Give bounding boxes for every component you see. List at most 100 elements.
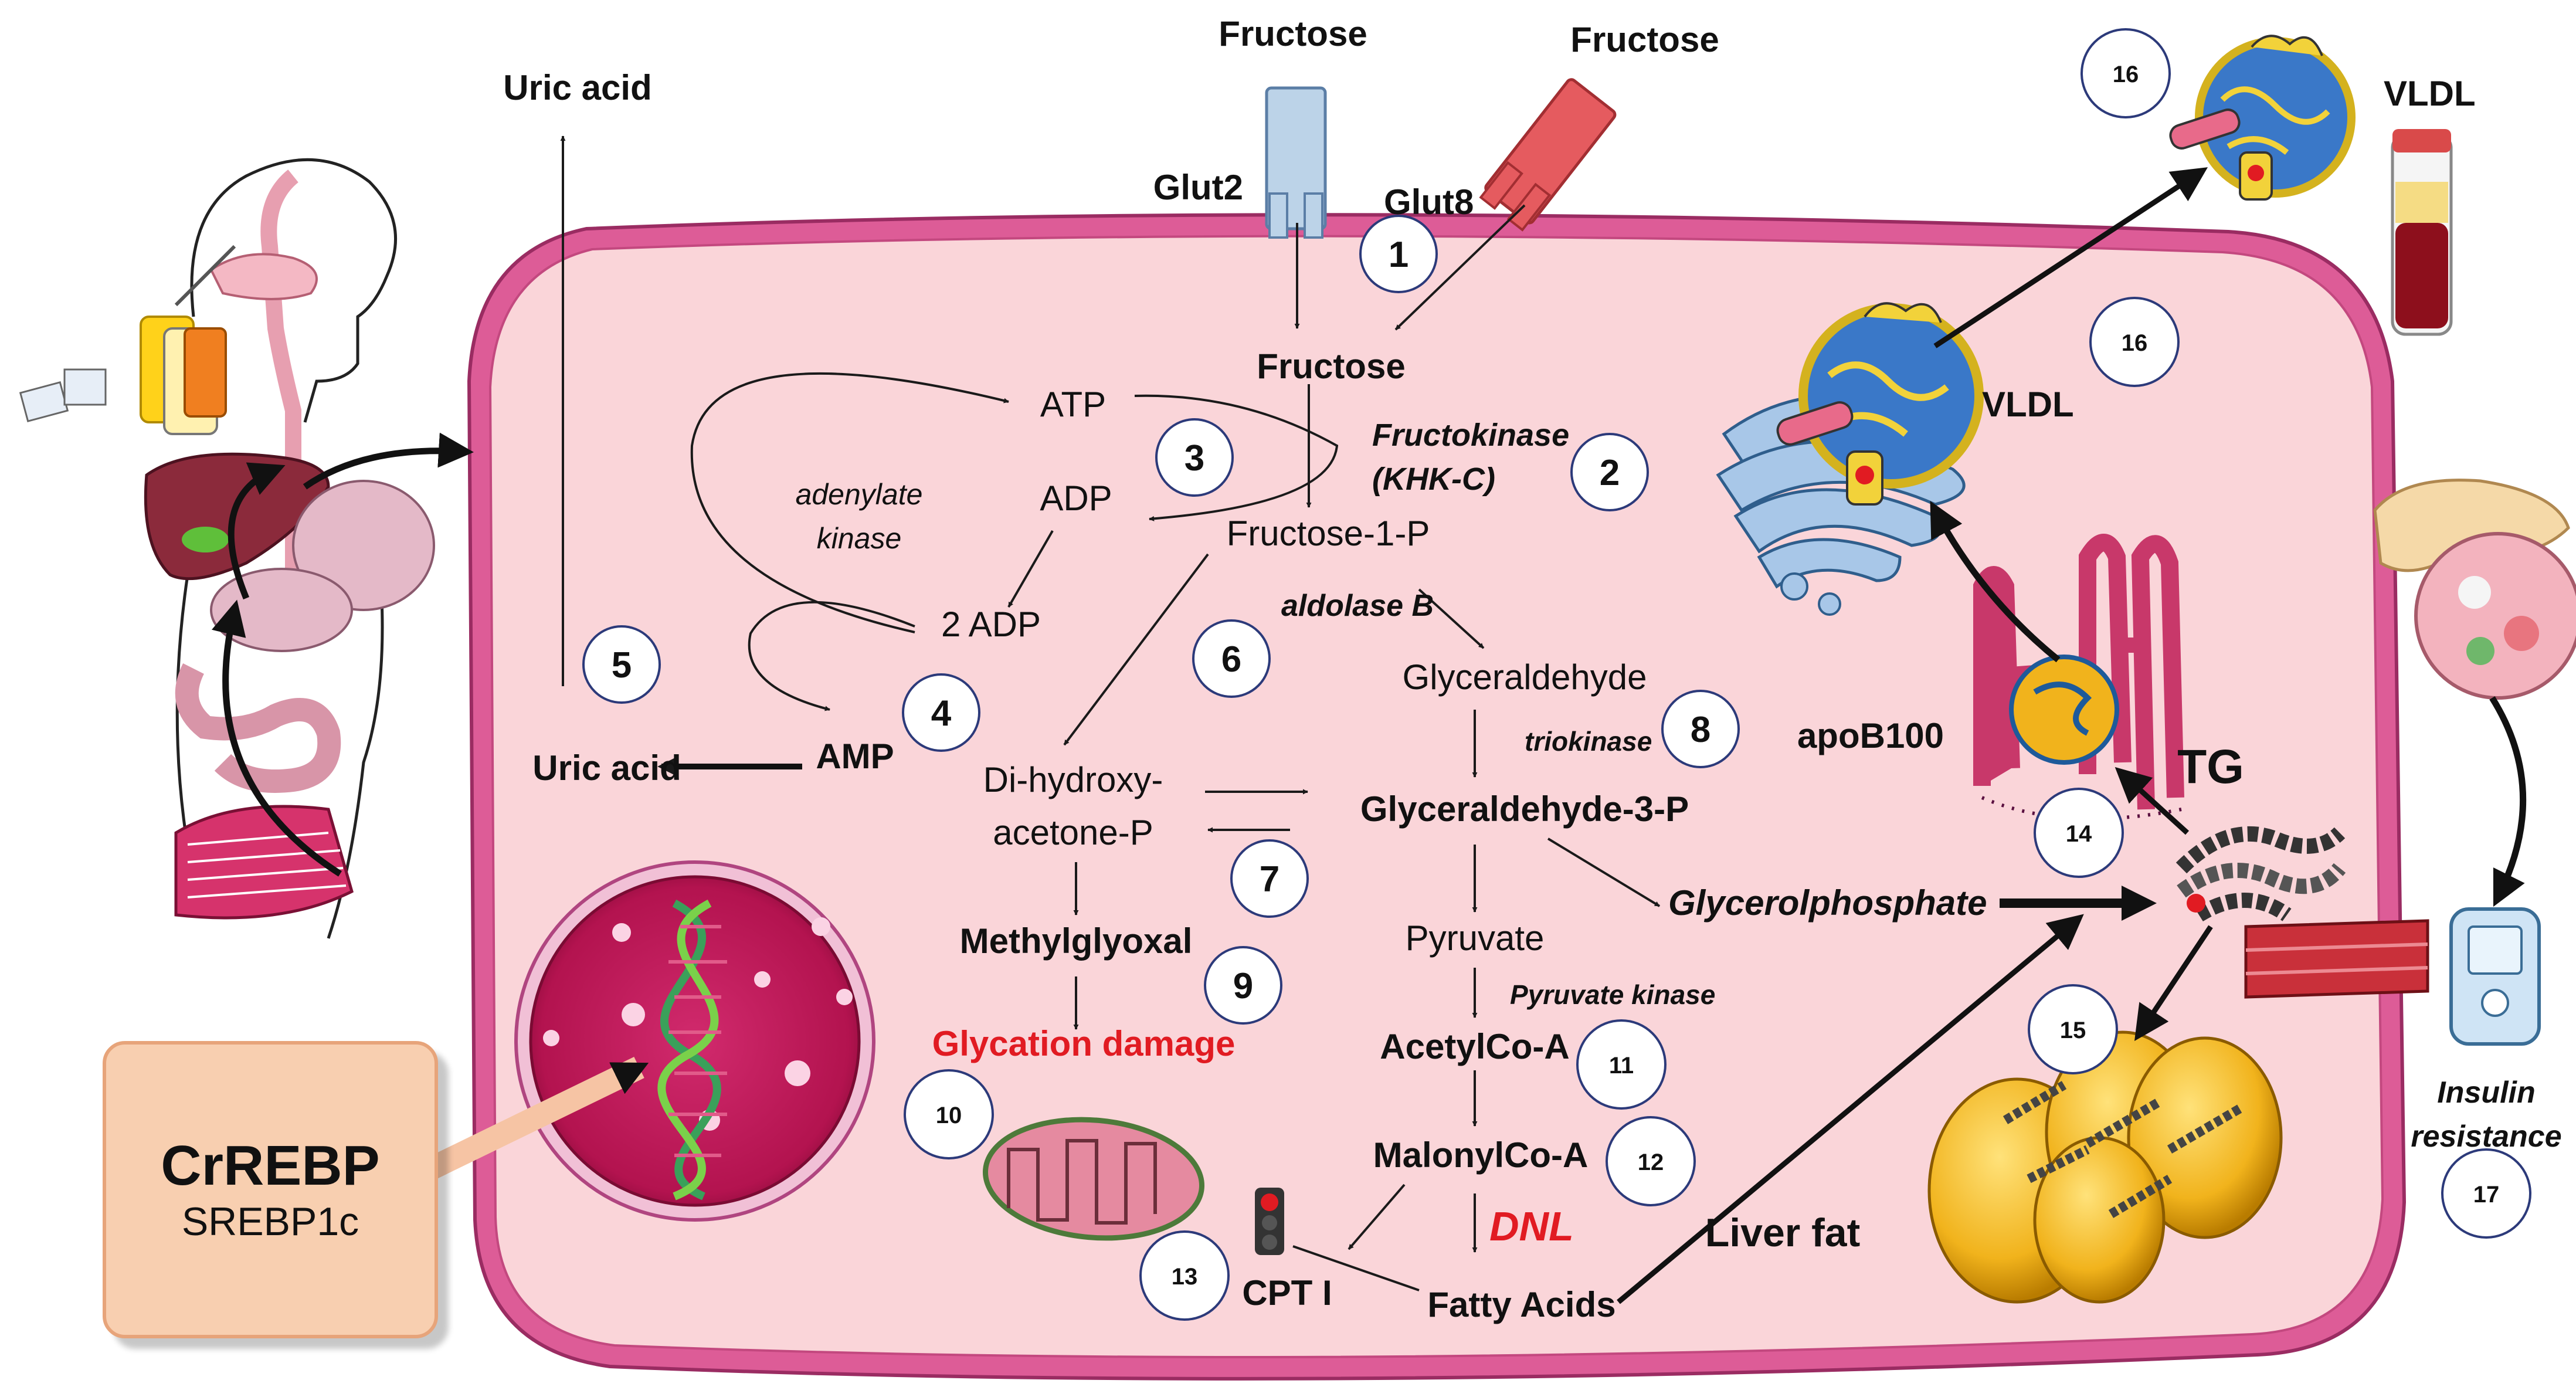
svg-text:10: 10 <box>936 1103 962 1128</box>
svg-text:4: 4 <box>931 693 952 734</box>
aldolase-b-label: aldolase B <box>1281 589 1434 623</box>
glut2-label: Glut2 <box>1153 168 1243 207</box>
fatty-acids-to-tg-arrow <box>1617 914 2084 1304</box>
svg-text:1: 1 <box>1389 235 1409 275</box>
uric-acid-label: Uric acid <box>532 748 681 788</box>
apob100-label: apoB100 <box>1797 716 1944 755</box>
step-11: 11 <box>1576 1019 1667 1110</box>
glyceraldehyde-label: Glyceraldehyde <box>1403 657 1647 697</box>
tg-to-liver-fat-arrow <box>2134 925 2213 1041</box>
pancreas-down-arrow <box>2489 696 2527 907</box>
step-2: 2 <box>1570 433 1649 511</box>
dna-icon <box>657 899 727 1201</box>
f1p-to-glyceraldehyde-arrow <box>1418 588 1485 649</box>
step-15: 15 <box>2028 984 2118 1074</box>
glycation-damage-label: Glycation damage <box>932 1024 1236 1063</box>
er-to-golgi-arrow <box>1930 501 2061 663</box>
svg-text:6: 6 <box>1221 639 1241 680</box>
amp-label: AMP <box>816 737 894 776</box>
lipoprotein-icon <box>2009 655 2119 765</box>
atp-to-adp-arrow <box>1134 394 1339 521</box>
malonylcoa-label: MalonylCo-A <box>1373 1135 1589 1175</box>
dhap-label-2: acetone-P <box>993 813 1153 852</box>
g3p-to-glycerolphosphate-arrow <box>1547 837 1661 907</box>
tg-to-apob100-arrow <box>2115 767 2190 835</box>
step-4: 4 <box>902 673 980 752</box>
srebp1c-label: SREBP1c <box>181 1199 359 1244</box>
insulin-resistance-label-2: resistance <box>2411 1120 2561 1154</box>
fructose-1-p-label: Fructose-1-P <box>1227 514 1430 553</box>
svg-text:16: 16 <box>2122 330 2148 356</box>
svg-text:12: 12 <box>1638 1150 1664 1175</box>
step-16-inner: 16 <box>2089 297 2180 387</box>
nucleus-icon <box>514 860 875 1222</box>
malonylcoa-to-cpt1-arrow <box>1348 1184 1406 1250</box>
vldl-export-arrow <box>1933 167 2208 348</box>
svg-text:3: 3 <box>1185 438 1204 479</box>
svg-text:11: 11 <box>1609 1053 1634 1079</box>
blood-tube-icon <box>2391 129 2453 336</box>
triokinase-label: triokinase <box>1525 726 1652 757</box>
svg-text:8: 8 <box>1691 710 1710 750</box>
mitochondrion-icon <box>982 1117 1205 1241</box>
acetylcoa-label: AcetylCo-A <box>1380 1027 1569 1066</box>
fatty-acids-label: Fatty Acids <box>1427 1285 1615 1324</box>
insulin-resistance-label-1: Insulin <box>2437 1076 2536 1110</box>
svg-text:7: 7 <box>1260 859 1279 900</box>
step-9: 9 <box>1204 946 1282 1025</box>
soda-drinks-icon <box>19 245 236 435</box>
vldl-outer-icon <box>2169 35 2356 201</box>
step-12: 12 <box>1606 1116 1696 1206</box>
fatty-acids-to-cpt1-line <box>1292 1245 1420 1291</box>
fructose-top-left-label: Fructose <box>1219 14 1367 53</box>
two-adp-label: 2 ADP <box>941 605 1041 644</box>
svg-text:9: 9 <box>1233 966 1253 1006</box>
svg-text:2: 2 <box>1600 453 1620 493</box>
fructose-top-right-label: Fructose <box>1570 20 1719 59</box>
svg-text:17: 17 <box>2473 1182 2500 1208</box>
step-10: 10 <box>904 1069 994 1159</box>
dhap-label-1: Di-hydroxy- <box>983 760 1163 799</box>
fructokinase-label-1: Fructokinase <box>1372 418 1569 453</box>
fructose-main-label: Fructose <box>1257 347 1405 386</box>
dnl-label: DNL <box>1489 1203 1574 1249</box>
step-3: 3 <box>1155 418 1234 497</box>
blood-vessel-icon <box>2244 919 2429 999</box>
step-1: 1 <box>1359 215 1438 293</box>
svg-text:13: 13 <box>1172 1264 1198 1290</box>
body-to-cell-arrow <box>303 432 474 490</box>
vldl-outer-label: VLDL <box>2384 74 2476 113</box>
adenylate-kinase-label-2: kinase <box>817 522 902 555</box>
step-13: 13 <box>1139 1230 1230 1321</box>
glut8-transporter-icon <box>1479 78 1617 232</box>
adp-label: ADP <box>1040 479 1112 518</box>
step-14: 14 <box>2034 788 2124 878</box>
glut2-transporter-icon <box>1265 86 1327 239</box>
liver-up-arrow <box>228 462 286 600</box>
fructokinase-label-2: (KHK-C) <box>1372 462 1495 497</box>
vldl-inner-label: VLDL <box>1982 385 2074 424</box>
glut8-arrow <box>1394 204 1526 331</box>
cpt1-label: CPT I <box>1242 1273 1332 1313</box>
step-7: 7 <box>1230 839 1309 918</box>
glycerolphosphate-label: Glycerolphosphate <box>1668 883 1987 923</box>
step-8: 8 <box>1661 690 1740 768</box>
step-16-outer: 16 <box>2081 28 2171 118</box>
triglyceride-molecule-icon <box>2175 826 2346 922</box>
crebp-box: CrREBP SREBP1c <box>103 1041 438 1338</box>
glyceraldehyde-3-p-label: Glyceraldehyde-3-P <box>1360 789 1689 829</box>
adp-to-2adp-arrow <box>1007 530 1054 608</box>
svg-text:5: 5 <box>612 645 632 686</box>
pyruvate-label: Pyruvate <box>1406 918 1545 958</box>
glucometer-icon <box>2449 907 2541 1046</box>
f1p-to-dhap-arrow <box>1063 553 1209 746</box>
intestine-icon <box>174 663 354 920</box>
crebp-to-nucleus-arrow <box>417 1057 649 1184</box>
pyruvate-kinase-label: Pyruvate kinase <box>1510 979 1715 1010</box>
adenylate-kinase-label-1: adenylate <box>796 478 923 511</box>
svg-text:16: 16 <box>2113 62 2139 87</box>
vldl-inner-icon <box>1776 302 1984 506</box>
step-17: 17 <box>2441 1148 2531 1239</box>
